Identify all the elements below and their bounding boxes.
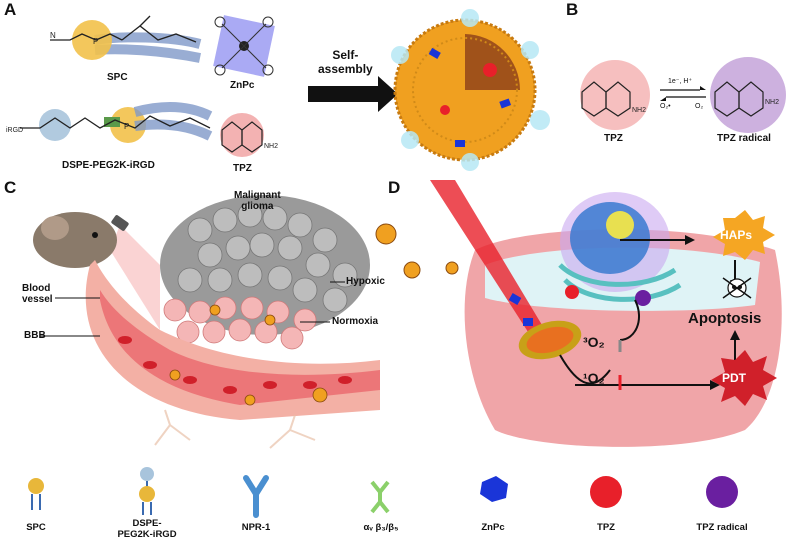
panel-b-graphics: NH2 NH2 [580,57,786,133]
bbb-label: BBB [24,330,46,341]
cell [464,229,782,447]
legend-label-npr1: NPR-1 [241,522,271,533]
panel-a-graphics: N P iRGD P NH2 [6,9,550,171]
svg-text:iRGD: iRGD [6,127,23,134]
legend-label-tpz: TPZ [597,522,615,533]
tpz-radical-molecule: NH2 [710,57,786,133]
self-assembly-label: Self- assembly [318,48,373,76]
panel-letter-c: C [4,178,17,197]
legend-npr1-icon [243,475,269,518]
floating-nanoparticles [375,223,459,279]
apoptosis-label: Apoptosis [688,310,762,327]
znpc-label: ZnPc [230,80,255,91]
panel-d-graphics [430,180,782,447]
singlet-oxygen-label: ¹O₂ [583,370,605,386]
panel-letter-d: D [388,178,401,197]
nanoparticle [391,9,550,171]
legend-icons [28,467,738,518]
svg-text:N: N [50,31,56,40]
tpz-radical-label: TPZ radical [717,133,771,144]
legend-spc-icon [28,478,44,510]
dspe-label: DSPE-PEG2K-iRGD [62,160,155,171]
hypoxic-label: Hypoxic [346,276,385,287]
legend-label-tpz-radical: TPZ radical [696,522,748,533]
svg-text:NH2: NH2 [765,99,779,106]
legend-tpz-radical-icon [706,476,738,508]
spc-molecule: N P [50,15,202,63]
panel-letter-b: B [566,0,579,19]
spc-label: SPC [107,72,128,83]
svg-text:P: P [93,37,98,46]
legend-label-integrin: αᵥ β₃/β₅ [363,522,399,533]
haps-label: HAPs [720,228,753,242]
reverse-reaction-label-left: O₂• [660,103,671,110]
legend-dspe-icon [139,467,155,515]
glioma-cluster [160,195,370,350]
pathway-arrows [559,239,736,386]
blood-vessel [85,260,380,420]
svg-text:NH2: NH2 [264,143,278,150]
light-beam [110,225,160,330]
skull-icon [722,277,752,299]
dspe-molecule: iRGD P [6,102,213,143]
blood-vessel-label: Blood vessel [22,283,53,305]
neurons [154,409,316,449]
panel-letter-a: A [4,0,17,19]
self-assembly-arrow [308,76,398,112]
pdt-burst [711,350,777,406]
legend-integrin-icon [370,480,390,514]
normoxia-label: Normoxia [332,316,379,327]
equilibrium-arrows [660,86,706,101]
light-source [111,215,129,231]
nucleus [560,192,670,292]
tpz-molecule-a: NH2 [220,113,278,157]
pdt-label: PDT [722,371,746,385]
tpz-radical-particle [635,290,651,306]
tpz-label-b: TPZ [604,133,623,144]
tpz-molecule-b: NH2 [580,60,650,130]
haps-burst [713,210,775,260]
znpc-molecule [213,15,275,77]
legend-label-dspe: DSPE- PEG2K-iRGD [117,518,177,540]
legend-label-znpc: ZnPc [481,522,505,533]
tpz-particle [565,285,579,299]
panel-c-graphics [33,195,380,449]
malignant-glioma-label: Malignant glioma [234,190,281,212]
tpz-label-a: TPZ [233,163,252,174]
callout-lines [40,281,345,337]
triplet-oxygen-label: ³O₂ [583,334,605,350]
svg-text:NH2: NH2 [632,107,646,114]
svg-text:P: P [124,122,129,131]
mouse [33,212,117,268]
legend-label-spc: SPC [26,522,46,533]
legend-znpc-icon [480,476,508,502]
legend-tpz-icon [590,476,622,508]
reverse-reaction-label-right: O₂ [695,103,704,110]
forward-reaction-label: 1e⁻, H⁺ [668,78,693,85]
